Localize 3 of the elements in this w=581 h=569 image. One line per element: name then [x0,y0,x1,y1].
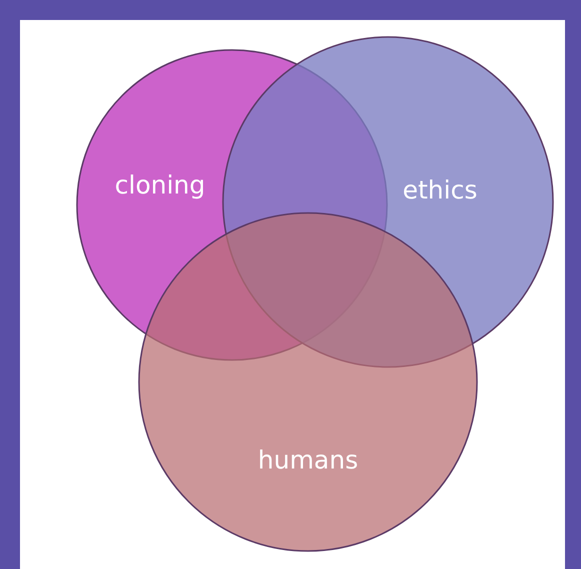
set-label: ethics [402,176,478,204]
set-label: cloning [114,170,206,200]
set-label: humans [258,446,358,474]
